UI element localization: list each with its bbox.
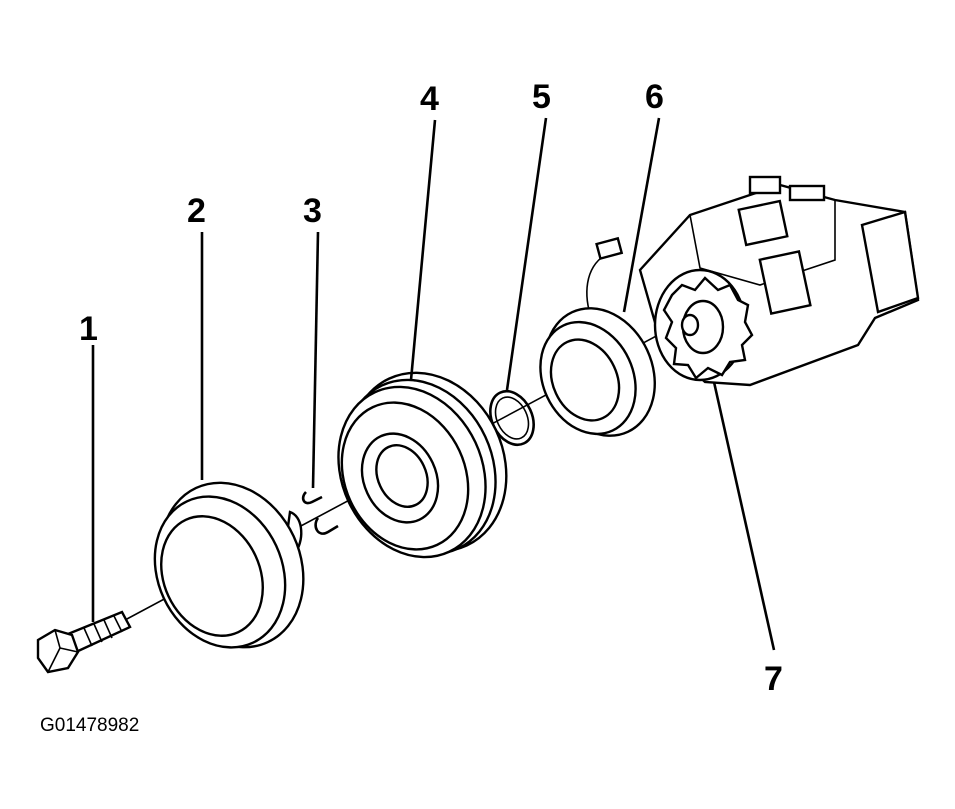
leader-5 bbox=[505, 117, 548, 391]
bolt bbox=[36, 610, 132, 674]
pulley bbox=[337, 371, 508, 559]
callout-5: 5 bbox=[532, 78, 551, 116]
callout-2: 2 bbox=[187, 192, 206, 230]
leader-7 bbox=[712, 381, 776, 651]
callout-6: 6 bbox=[645, 78, 664, 116]
leader-6 bbox=[622, 117, 661, 313]
callout-4: 4 bbox=[420, 80, 439, 118]
leader-4 bbox=[409, 119, 437, 381]
clutch-plate bbox=[153, 481, 305, 649]
figure-code: G01478982 bbox=[40, 715, 139, 736]
callout-7: 7 bbox=[764, 660, 783, 698]
shim-key bbox=[301, 491, 339, 535]
callout-3: 3 bbox=[303, 192, 322, 230]
callout-1: 1 bbox=[79, 310, 98, 348]
clutch-coil bbox=[539, 236, 656, 437]
leader-3 bbox=[311, 231, 320, 489]
compressor-body bbox=[638, 175, 920, 387]
